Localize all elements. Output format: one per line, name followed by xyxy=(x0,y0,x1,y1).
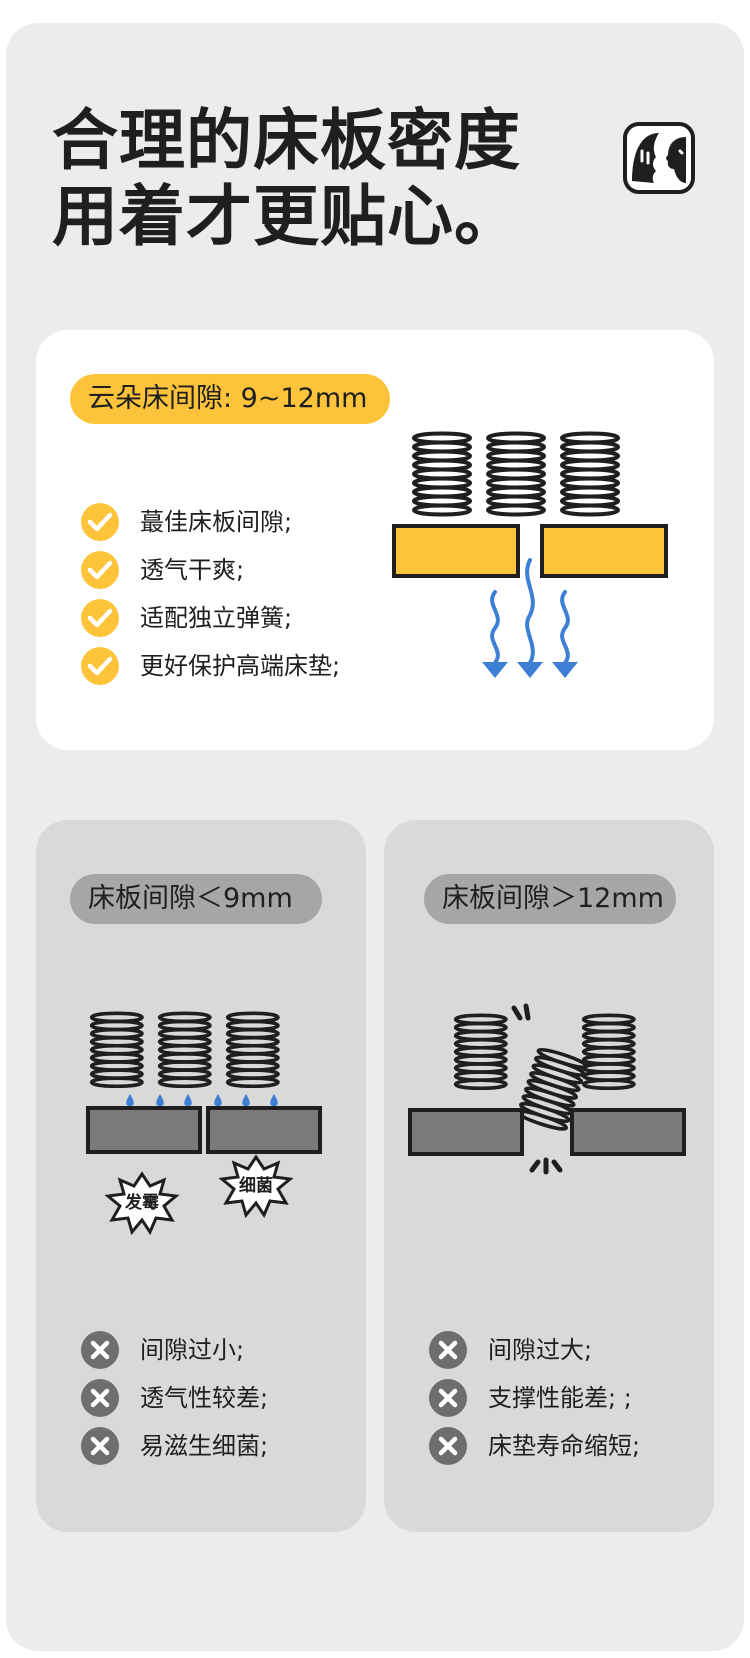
check-circle-icon xyxy=(81,551,119,589)
check-circle-icon xyxy=(81,647,119,685)
drawback-text: 支撑性能差; ; xyxy=(488,1384,632,1412)
small-gap-illustration: 发霉 细菌 xyxy=(86,1010,322,1236)
airflow-arrows-icon xyxy=(490,558,570,665)
drawback-text: 透气性较差; xyxy=(140,1384,269,1412)
bed-board-left xyxy=(86,1106,202,1154)
recommended-gap-badge: 云朵床间隙: 9~12mm xyxy=(70,374,390,424)
good-gap-illustration xyxy=(392,430,668,678)
bed-board-right xyxy=(206,1106,322,1154)
burst-label: 发霉 xyxy=(124,1192,159,1213)
x-circle-icon xyxy=(81,1379,119,1417)
x-circle-icon xyxy=(429,1331,467,1369)
drawback-text: 床垫寿命缩短; xyxy=(488,1432,641,1460)
spring-icon xyxy=(160,1013,210,1086)
benefit-text: 适配独立弹簧; xyxy=(140,604,293,632)
spring-icon xyxy=(562,434,618,515)
bed-board-left xyxy=(408,1108,524,1156)
small-gap-badge: 床板间隙＜9mm xyxy=(70,874,322,924)
burst-bacteria-icon: 细菌 xyxy=(218,1154,294,1219)
x-circle-icon xyxy=(429,1379,467,1417)
impact-marks-icon xyxy=(511,1003,563,1175)
burst-mold-icon: 发霉 xyxy=(104,1171,180,1236)
title-line-1: 合理的床板密度 xyxy=(52,102,521,179)
x-circle-icon xyxy=(81,1331,119,1369)
spring-icon xyxy=(584,1015,634,1088)
spring-icon xyxy=(92,1013,142,1086)
large-gap-badge: 床板间隙＞12mm xyxy=(424,874,676,924)
face-silhouette-icon xyxy=(623,122,695,194)
benefit-text: 更好保护高端床垫; xyxy=(140,652,341,680)
x-circle-icon xyxy=(81,1427,119,1465)
bed-board-right xyxy=(570,1108,686,1156)
spring-icon xyxy=(488,434,544,515)
benefit-text: 蕞佳床板间隙; xyxy=(140,508,293,536)
spring-icon xyxy=(456,1015,506,1088)
check-circle-icon xyxy=(81,599,119,637)
drawback-text: 间隙过大; xyxy=(488,1336,593,1364)
drawback-text: 间隙过小; xyxy=(140,1336,245,1364)
check-circle-icon xyxy=(81,503,119,541)
page-title: 合理的床板密度 用着才更贴心。 xyxy=(52,103,521,255)
large-gap-illustration xyxy=(408,1003,686,1175)
spring-icon xyxy=(414,434,470,515)
bed-board-right xyxy=(540,524,668,578)
x-circle-icon xyxy=(429,1427,467,1465)
water-drop-icon xyxy=(126,1094,278,1106)
title-line-2: 用着才更贴心。 xyxy=(52,178,521,255)
burst-label: 细菌 xyxy=(239,1175,273,1196)
drawback-text: 易滋生细菌; xyxy=(140,1432,269,1460)
benefit-text: 透气干爽; xyxy=(140,556,245,584)
bed-board-left xyxy=(392,524,520,578)
spring-icon xyxy=(228,1013,278,1086)
